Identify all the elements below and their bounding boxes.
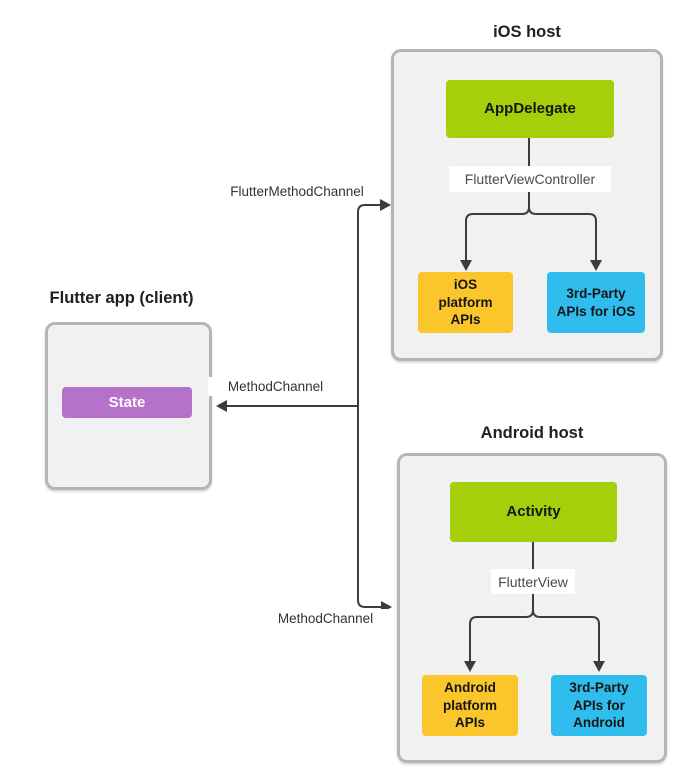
node-3rdparty-apis-android: 3rd-Party APIs for Android [551,675,647,736]
label-methodchannel-mid: MethodChannel [208,377,343,396]
android-host-title: Android host [397,423,667,443]
node-android-platform-apis: Android platform APIs [422,675,518,736]
arrowhead-to-ios-host [380,199,391,211]
label-methodchannel-bottom: MethodChannel [258,609,393,628]
node-activity: Activity [450,482,617,542]
flutter-app-title: Flutter app (client) [38,288,205,308]
node-3rdparty-apis-ios: 3rd-Party APIs for iOS [547,272,645,333]
label-flutterview: FlutterView [491,569,575,594]
label-flutterviewcontroller: FlutterViewController [449,166,611,192]
label-fluttermethodchannel: FlutterMethodChannel [224,182,370,201]
arrowhead-to-flutter-app [216,400,227,412]
edge-channel-trunk [227,204,381,608]
node-appdelegate: AppDelegate [446,80,614,138]
node-state: State [62,387,192,418]
node-ios-platform-apis: iOS platform APIs [418,272,513,333]
ios-host-title: iOS host [391,22,663,42]
